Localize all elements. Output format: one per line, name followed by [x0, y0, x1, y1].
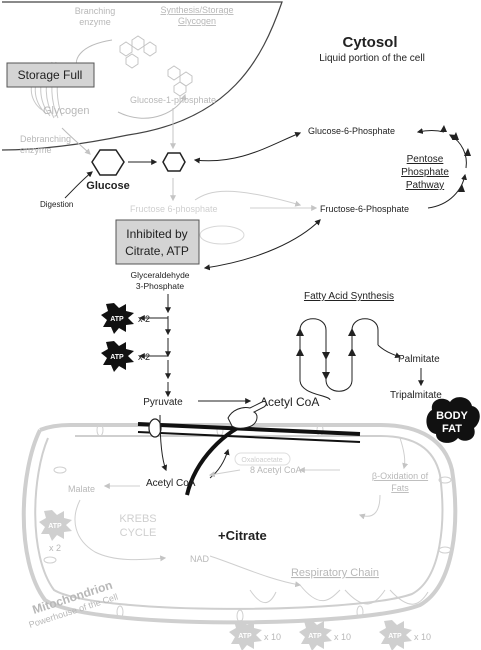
inner-acetyl-coa-label: Acetyl CoA [146, 478, 196, 489]
storage-full-label: Storage Full [18, 68, 83, 82]
pentose-cycle-arrowheads [440, 125, 471, 192]
glucose-label: Glucose [86, 180, 129, 192]
hexagon-to-g6p-arrow [193, 131, 302, 164]
digestion-arrow [64, 171, 93, 199]
glycogen-cluster-icon [119, 35, 193, 97]
faint-atp-burst-icon-3: ATP [299, 620, 332, 650]
pentose-pathway-title-3: Pathway [406, 180, 444, 191]
glucose-6-phosphate-hexagon-icon [162, 152, 186, 172]
krebs-cycle-label: KREBS [119, 513, 156, 525]
svg-text:ATP: ATP [238, 633, 252, 640]
faint-atp-x2-label: x 2 [49, 543, 61, 553]
pyruvate-transporter-icon [148, 418, 162, 438]
respiratory-chain-label: Respiratory Chain [291, 567, 379, 579]
glyceraldehyde-label-2: 3-Phosphate [136, 281, 184, 291]
svg-text:ATP: ATP [48, 523, 62, 530]
faint-atp-burst-icon-4: ATP [379, 620, 412, 650]
glycolysis-arrows [138, 294, 171, 398]
svg-text:ATP: ATP [308, 633, 322, 640]
inhibition-label: Inhibited by [126, 227, 187, 241]
body-fat-blob [426, 397, 480, 443]
mitochondrion-membrane-pores [43, 423, 452, 623]
faint-oval-icon [199, 225, 245, 245]
storage-full-box [6, 62, 95, 88]
faint-mito-arrows [74, 437, 429, 605]
body-fat-label-2: FAT [442, 423, 462, 435]
glucose-6-phosphate-label: Glucose-6-Phosphate [308, 126, 395, 136]
fatty-acid-spiral-arrowheads [296, 328, 356, 380]
glycogen-label: Glycogen [43, 105, 89, 117]
beta-oxidation-label-2: Fats [391, 483, 409, 493]
beta-oxidation-label: β-Oxidation of [372, 471, 429, 481]
svg-text:ATP: ATP [110, 354, 124, 361]
palmitate-label: Palmitate [398, 354, 440, 365]
cytosol-subtitle: Liquid portion of the cell [319, 53, 425, 64]
cytosol-title: Cytosol [342, 34, 397, 51]
oxaloacetate-pill [234, 452, 291, 466]
glycogen-heading: Synthesis/Storage [160, 5, 233, 15]
fructose-6-phosphate-label: Fructose-6-Phosphate [320, 204, 409, 214]
tripalmitate-label: Tripalmitate [390, 390, 442, 401]
spiral-to-palmitate-arrow [377, 344, 402, 359]
faint-atp-x10-label-2: x 10 [334, 632, 351, 642]
f6p-to-glyceraldehyde-arrow [203, 219, 321, 271]
faint-atp-x10-label: x 10 [264, 632, 281, 642]
eight-acetyl-coa-label: 8 Acetyl CoA [250, 465, 302, 475]
body-fat-label: BODY [436, 410, 468, 422]
svg-text:ATP: ATP [388, 633, 402, 640]
glycogen-heading-2: Glycogen [178, 16, 216, 26]
citrate-label: +Citrate [218, 528, 267, 543]
digestion-label: Digestion [40, 200, 73, 209]
acetyl-coa-label: Acetyl CoA [260, 395, 319, 409]
faint-atp-burst-icon-2: ATP [229, 620, 262, 650]
glucose-hexagon-icon [91, 149, 125, 176]
inhibition-label-2: Citrate, ATP [125, 244, 189, 258]
inhibition-box [115, 219, 200, 265]
pentose-pathway-title: Pentose [407, 154, 444, 165]
glucose-1-phosphate-label: Glucose-1-phosphate [130, 95, 216, 105]
atp-x2-label-2: x 2 [138, 352, 150, 362]
glycogen-compartment-outline [1, 1, 283, 151]
fatty-acid-synthesis-title: Fatty Acid Synthesis [304, 291, 394, 302]
branching-enzyme-label: Branching [75, 6, 116, 16]
pyruvate-label: Pyruvate [143, 397, 183, 408]
nad-label: NAD [190, 554, 210, 564]
pointing-hand-icon [227, 401, 267, 429]
mitochondrion-outline [21, 423, 458, 625]
debranching-arrow [61, 127, 91, 155]
faint-fructose-6-phosphate-label: Fructose 6-phosphate [130, 204, 218, 214]
faint-branch-arrow [194, 190, 302, 207]
debranching-enzyme-label: Debranching [20, 134, 71, 144]
atp-burst-icon-2: ATP [101, 341, 134, 372]
pyruvate-into-mito-arrow [159, 414, 168, 472]
glycogen-cycle-arrow-2 [117, 93, 187, 119]
malate-label: Malate [68, 484, 95, 494]
svg-text:ATP: ATP [110, 316, 124, 323]
glyceraldehyde-label: Glyceraldehyde [130, 270, 189, 280]
branching-enzyme-label-2: enzyme [79, 17, 111, 27]
krebs-cycle-label-2: CYCLE [120, 527, 157, 539]
oxaloacetate-label: Oxaloacetate [241, 457, 282, 464]
faint-atp-burst-icon: ATP [39, 510, 72, 541]
debranching-enzyme-label-2: enzyme [20, 145, 52, 155]
fatty-acid-synthesis-spiral [299, 318, 379, 401]
pentose-pathway-title-2: Phosphate [401, 167, 449, 178]
faint-atp-x10-label-3: x 10 [414, 632, 431, 642]
atp-x2-label: x 2 [138, 314, 150, 324]
atp-burst-icon: ATP [101, 303, 134, 334]
